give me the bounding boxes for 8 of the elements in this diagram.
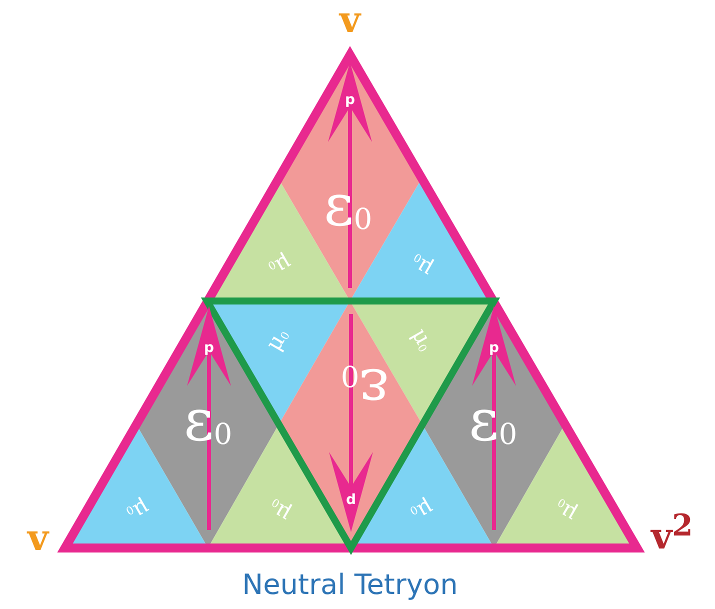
vector-label: p <box>204 341 214 355</box>
vector-label: d <box>346 493 356 507</box>
corner-label: v <box>340 2 360 38</box>
vector-label: p <box>488 341 500 355</box>
corner-label: v <box>28 520 48 556</box>
caption: Neutral Tetryon <box>242 571 458 599</box>
corner-label: v$^{2}$ <box>651 512 693 554</box>
vector-label: p <box>344 93 356 107</box>
